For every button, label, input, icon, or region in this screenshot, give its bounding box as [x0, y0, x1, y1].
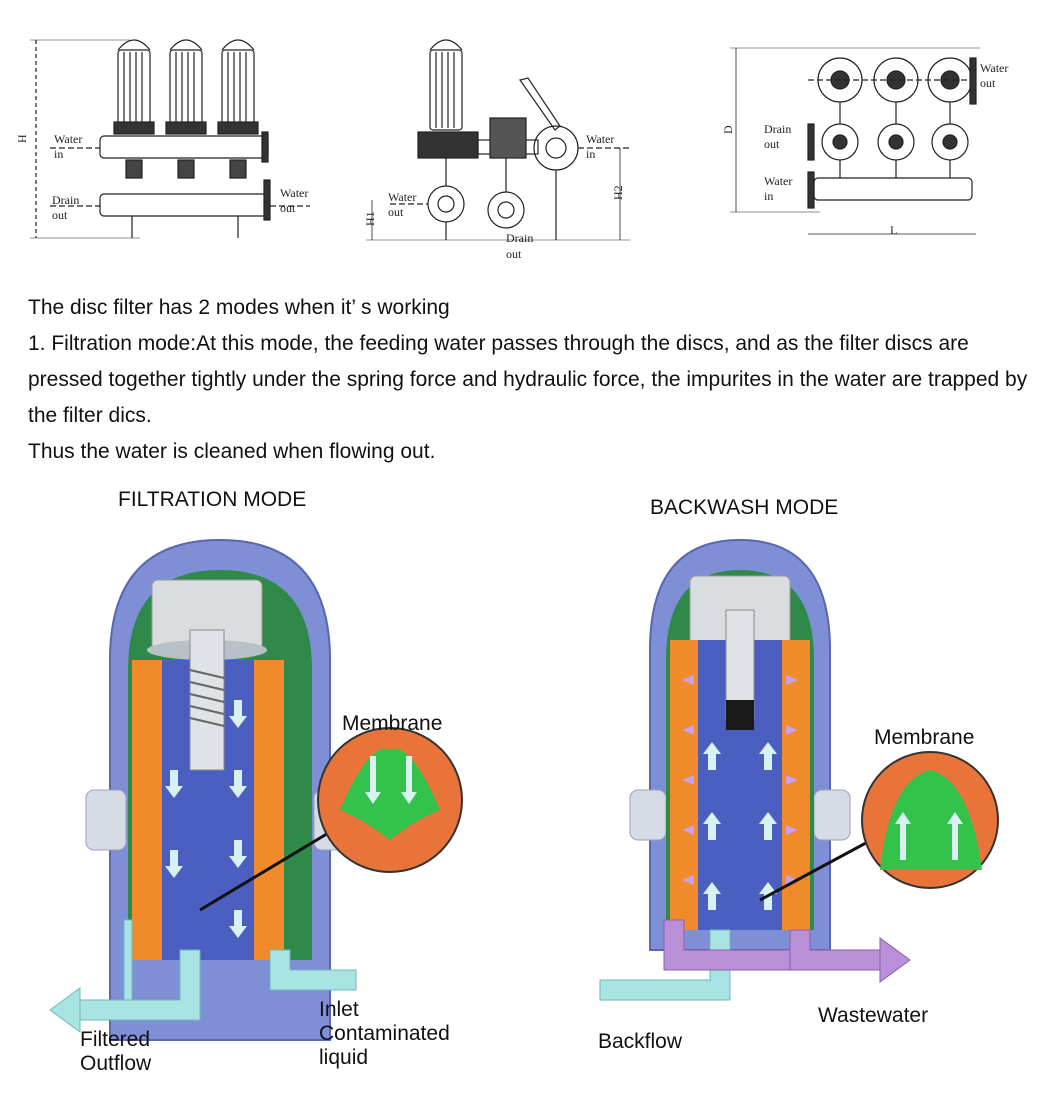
spring-coils: [189, 669, 225, 727]
backwash-port-right: [813, 789, 851, 841]
top-dim-d-label: D: [721, 125, 735, 134]
outflow-arrow: [49, 987, 81, 1033]
front-water-in-label-2: in: [54, 147, 63, 161]
inlet-label-1: Inlet: [319, 998, 359, 1021]
backflow-pipe: [599, 929, 731, 1001]
description-text: The disc filter has 2 modes when it’ s w…: [28, 290, 1038, 470]
inlet-pipe: [269, 949, 357, 991]
front-water-out-label-1: Water: [280, 186, 308, 200]
front-drain-out-label-2: out: [52, 208, 68, 222]
intro-sentence: The disc filter has 2 modes when it’ s w…: [28, 296, 450, 319]
wastewater-label: Wastewater: [818, 1004, 929, 1027]
front-view-drawing: [30, 39, 310, 239]
front-water-out-label-2: out: [280, 201, 296, 215]
side-water-in-label-2: in: [586, 147, 595, 161]
inlet-label-2: Contaminated: [319, 1022, 450, 1045]
filtration-membrane-label: Membrane: [342, 712, 443, 735]
side-view-drawing: [366, 39, 630, 241]
disc-stack-right: [254, 660, 284, 960]
housing-pipe-left: [123, 919, 133, 1001]
top-dim-l-label: L: [890, 223, 897, 237]
disc-stack-left: [132, 660, 162, 960]
front-dim-h-label: H: [15, 134, 29, 143]
backwash-membrane-arrows: [895, 812, 963, 860]
filtration-mode-title: FILTRATION MODE: [118, 488, 307, 511]
wastewater-pipe-right: [789, 929, 881, 971]
backwash-port-left: [629, 789, 667, 841]
inlet-label-3: liquid: [319, 1046, 369, 1069]
filtered-outflow-label-1: Filtered: [80, 1028, 151, 1051]
engineering-drawings: H Water in Drain out Water out Water in …: [0, 0, 1060, 280]
wastewater-arrow: [879, 937, 911, 983]
membrane-pointer: [199, 818, 351, 912]
front-drain-out-label-1: Drain: [52, 193, 79, 207]
conclusion-sentence: Thus the water is cleaned when flowing o…: [28, 440, 436, 463]
top-water-in-label-2: in: [764, 189, 773, 203]
side-drain-out-label-1: Drain: [506, 231, 533, 245]
flow-arrows-down: [165, 700, 247, 938]
top-view-drawing: [730, 47, 980, 235]
backwash-piston: [726, 700, 754, 730]
top-water-in-label-1: Water: [764, 174, 792, 188]
top-water-out-label-2: out: [980, 76, 996, 90]
backwash-spray-arrows: [682, 675, 798, 885]
side-dim-h1-label: H1: [363, 211, 377, 226]
backwash-membrane-label: Membrane: [874, 726, 975, 749]
backwash-mode-illustration: [599, 538, 999, 1001]
side-drain-out-label-2: out: [506, 247, 522, 261]
top-drain-out-label-1: Drain: [764, 122, 791, 136]
housing-port-left: [85, 789, 127, 851]
side-water-in-label-1: Water: [586, 132, 614, 146]
front-water-in-label-1: Water: [54, 132, 82, 146]
membrane-disc-detail: [340, 748, 440, 840]
backwash-mode-title: BACKWASH MODE: [650, 496, 839, 519]
side-water-out-label-2: out: [388, 205, 404, 219]
top-water-out-label-1: Water: [980, 61, 1008, 75]
filtration-paragraph: 1. Filtration mode:At this mode, the fee…: [28, 332, 1028, 427]
backflow-label: Backflow: [598, 1030, 683, 1053]
engineering-drawings-svg: H Water in Drain out Water out Water in …: [15, 39, 1008, 261]
membrane-flow-arrows: [365, 756, 417, 804]
filtered-outflow-label-2: Outflow: [80, 1052, 152, 1075]
top-drain-out-label-2: out: [764, 137, 780, 151]
side-water-out-label-1: Water: [388, 190, 416, 204]
filtration-mode-illustration: [49, 538, 463, 1041]
side-dim-h2-label: H2: [611, 185, 625, 200]
